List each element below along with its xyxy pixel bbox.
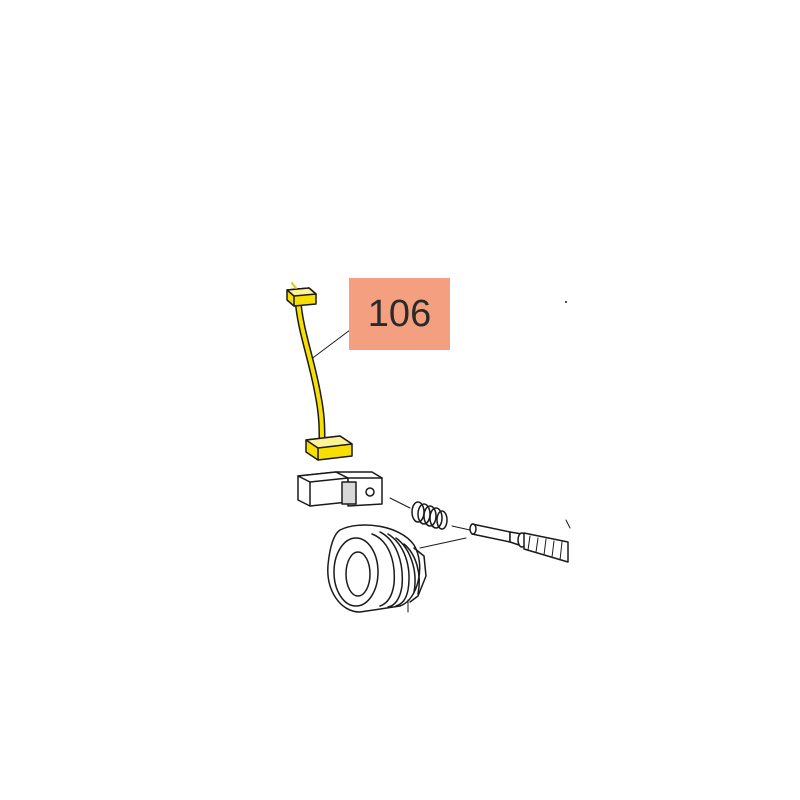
armature-pulley[interactable] bbox=[327, 524, 467, 613]
part-number-callout[interactable]: 106 bbox=[349, 278, 450, 350]
stray-mark bbox=[565, 301, 567, 303]
carbon-brush-block[interactable] bbox=[305, 435, 353, 461]
spring[interactable] bbox=[389, 497, 448, 530]
carbon-brush-lead[interactable] bbox=[294, 296, 326, 444]
brush-holder[interactable] bbox=[297, 471, 383, 507]
part-number-label: 106 bbox=[367, 292, 432, 335]
leader-line bbox=[309, 329, 351, 361]
brush-terminal-top[interactable] bbox=[286, 282, 317, 307]
shaft[interactable] bbox=[451, 519, 571, 563]
